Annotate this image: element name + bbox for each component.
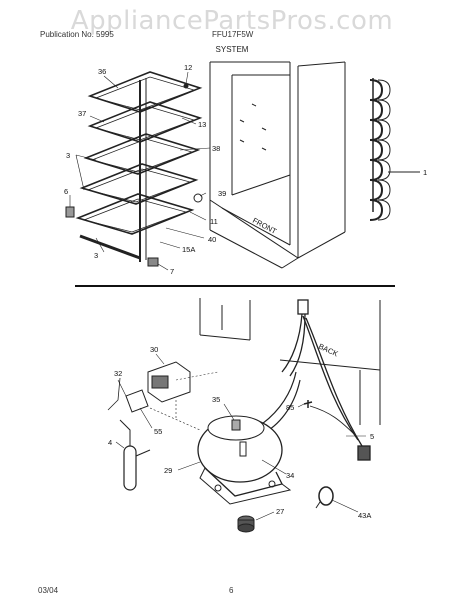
callout-30: 30 bbox=[150, 345, 158, 354]
callout-37: 37 bbox=[78, 109, 86, 118]
compressor bbox=[197, 415, 292, 505]
callout-12: 12 bbox=[184, 63, 192, 72]
callout-6: 6 bbox=[64, 187, 68, 196]
callout-43a: 43A bbox=[358, 511, 371, 520]
callout-85: 85 bbox=[286, 403, 294, 412]
callout-1: 1 bbox=[423, 168, 427, 177]
evaporator-shelves bbox=[75, 71, 203, 262]
cabinet-back-outline bbox=[199, 298, 381, 425]
callout-5: 5 bbox=[370, 432, 374, 441]
condenser-coil bbox=[369, 78, 391, 221]
power-cord bbox=[281, 299, 371, 461]
publication-number: Publication No. 5995 bbox=[40, 30, 114, 39]
callout-55: 55 bbox=[154, 427, 162, 436]
callout-29: 29 bbox=[164, 466, 172, 475]
footer-date: 03/04 bbox=[38, 586, 59, 595]
cabinet-outline bbox=[209, 61, 346, 269]
page-number: 6 bbox=[229, 586, 234, 595]
upper-callouts: 36 12 37 13 3 38 6 39 11 40 15A 3 7 1 bbox=[64, 63, 427, 276]
clip-part bbox=[147, 257, 159, 267]
callout-13: 13 bbox=[198, 120, 206, 129]
callout-7: 7 bbox=[170, 267, 174, 276]
section-divider bbox=[75, 285, 395, 287]
callout-32: 32 bbox=[114, 369, 122, 378]
section-title: SYSTEM bbox=[215, 45, 249, 54]
callout-38: 38 bbox=[212, 144, 220, 153]
bracket-part bbox=[65, 206, 75, 218]
callout-36: 36 bbox=[98, 67, 106, 76]
model-number: FFU17F5W bbox=[212, 30, 254, 39]
callout-4: 4 bbox=[108, 438, 112, 447]
callout-3-top: 3 bbox=[66, 151, 70, 160]
callout-39: 39 bbox=[218, 189, 226, 198]
relay-assembly bbox=[125, 361, 191, 413]
callout-27: 27 bbox=[276, 507, 284, 516]
callout-40: 40 bbox=[208, 235, 216, 244]
callout-11: 11 bbox=[210, 217, 218, 226]
watermark: AppliancePartsPros.com bbox=[70, 6, 394, 36]
callout-35: 35 bbox=[212, 395, 220, 404]
grommet bbox=[237, 515, 255, 533]
drier bbox=[119, 419, 151, 491]
clamp bbox=[315, 486, 334, 509]
callout-34: 34 bbox=[286, 471, 294, 480]
lower-callouts: 30 32 55 4 35 85 29 34 5 27 43A bbox=[108, 345, 374, 520]
callout-3-bottom: 3 bbox=[94, 251, 98, 260]
shelf-clip bbox=[193, 193, 203, 203]
callout-15a: 15A bbox=[182, 245, 195, 254]
